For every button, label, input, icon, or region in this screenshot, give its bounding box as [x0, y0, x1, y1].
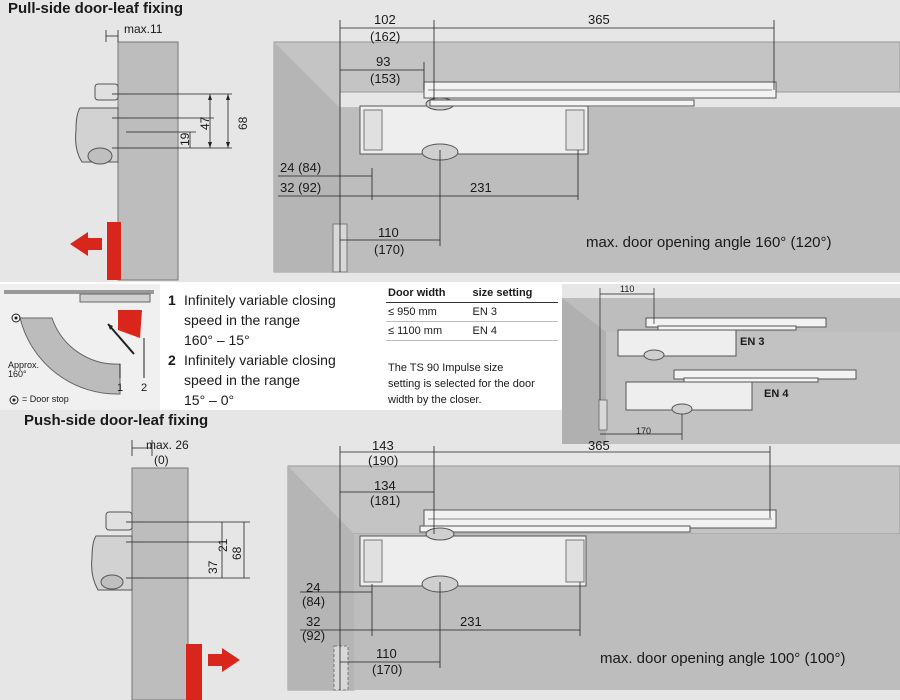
legend-approx-val: 160° [8, 369, 27, 379]
push-dim-170: (170) [372, 662, 403, 677]
table-cell: ≤ 1100 mm [386, 321, 471, 341]
legend-item-2-line2: speed in the range [184, 372, 300, 388]
table-note-line3: width by the closer. [388, 394, 482, 406]
pull-dim-102: 102 [374, 12, 396, 27]
legend-approx: Approx. [8, 360, 40, 370]
legend-panel [0, 284, 160, 410]
push-plan-drawing [287, 446, 900, 691]
legend-marker-1: 1 [117, 382, 124, 394]
table-note-line1: The TS 90 Impulse size [388, 362, 504, 374]
legend-item-1-num: 1 [168, 292, 176, 308]
table-header-size-setting: size setting [470, 286, 558, 303]
pull-section-drawing [70, 30, 232, 281]
legend-door-stop: = Door stop [22, 394, 69, 404]
legend-red-zone [118, 310, 142, 338]
pull-dim-365: 365 [588, 12, 610, 27]
push-angle-label: max. door opening angle 100° (100°) [600, 650, 846, 667]
pull-dim-93: 93 [376, 54, 391, 69]
pull-angle-label: max. door opening angle 160° (120°) [586, 234, 832, 251]
inset-label-en3: EN 3 [740, 336, 765, 348]
push-dim-365: 365 [588, 438, 610, 453]
push-dim-92: (92) [302, 628, 326, 643]
table-cell: EN 3 [470, 302, 558, 322]
legend-item-2-line1: Infinitely variable closing [184, 352, 336, 368]
closer-side-view [91, 535, 133, 591]
inset-dim-170: 170 [636, 426, 652, 436]
push-dim-max: max. 26 [146, 438, 189, 452]
push-dim-190: (190) [368, 453, 399, 468]
pull-dim-110: 110 [378, 225, 399, 240]
pull-dim-153: (153) [370, 71, 401, 86]
push-dim-143: 143 [372, 438, 394, 453]
table-note-line2: setting is selected for the door [388, 378, 535, 390]
push-dim-134: 134 [374, 478, 396, 493]
legend-item-1-line2: speed in the range [184, 312, 300, 328]
push-dim-231: 231 [460, 614, 482, 629]
push-dim-110: 110 [376, 646, 397, 661]
door-stop-marker [107, 222, 121, 280]
pull-dim-170: (170) [374, 242, 405, 257]
push-side-title: Push-side door-leaf fixing [24, 412, 209, 429]
closer-arm-block [94, 83, 119, 101]
door-stop-symbol [11, 313, 21, 323]
legend-item-2-line3: 15° – 0° [184, 392, 235, 408]
pull-dim-231: 231 [470, 180, 492, 195]
legend-item-1-line1: Infinitely variable closing [184, 292, 336, 308]
door-frame [131, 467, 189, 700]
pull-dim-32: 32 (92) [280, 180, 322, 195]
legend-item-2: 2 Infinitely variable closing speed in th… [168, 350, 336, 410]
push-dim-181: (181) [370, 493, 401, 508]
table-cell: EN 4 [470, 321, 558, 341]
pull-plan-drawing [273, 20, 900, 273]
table-note: The TS 90 Impulse size setting is select… [388, 360, 535, 408]
table-cell: ≤ 950 mm [386, 302, 471, 322]
push-section-drawing [91, 440, 250, 700]
closer-arm-block [105, 511, 133, 531]
push-dim-84: (84) [302, 594, 326, 609]
inset-drawing [562, 288, 900, 444]
closer-body [359, 535, 587, 587]
inset-dim-110: 110 [620, 284, 635, 294]
pull-side-title: Pull-side door-leaf fixing [8, 0, 184, 17]
legend-item-2-num: 2 [168, 352, 176, 368]
table-row: ≤ 1100 mm EN 4 [386, 321, 558, 341]
push-dim-0: (0) [154, 453, 169, 467]
push-dim-32: 32 [306, 614, 321, 629]
wall-inner [274, 42, 340, 272]
inset-label-en4: EN 4 [764, 388, 789, 400]
pull-dim-162: (162) [370, 29, 401, 44]
door-post [333, 645, 349, 691]
table-header-door-width: Door width [386, 286, 471, 303]
legend-item-1: 1 Infinitely variable closing speed in th… [168, 290, 336, 350]
wall-inner [288, 466, 354, 690]
closer-cap [87, 147, 113, 165]
size-setting-table: Door width size setting ≤ 950 mm EN 3 ≤ … [386, 286, 558, 341]
pull-dim-24: 24 (84) [280, 160, 322, 175]
closer-body [359, 105, 589, 155]
door-stop-marker [186, 644, 202, 700]
push-direction-arrow [208, 648, 240, 672]
door-frame [117, 41, 179, 281]
pull-dim-max: max.11 [124, 22, 163, 36]
pull-direction-arrow [70, 232, 102, 256]
closer-side-view [75, 107, 119, 163]
legend-diagram [4, 290, 154, 405]
legend-marker-2: 2 [141, 382, 148, 394]
legend-item-1-line3: 160° – 15° [184, 332, 250, 348]
push-dim-24: 24 [306, 580, 321, 595]
table-row: ≤ 950 mm EN 3 [386, 302, 558, 322]
